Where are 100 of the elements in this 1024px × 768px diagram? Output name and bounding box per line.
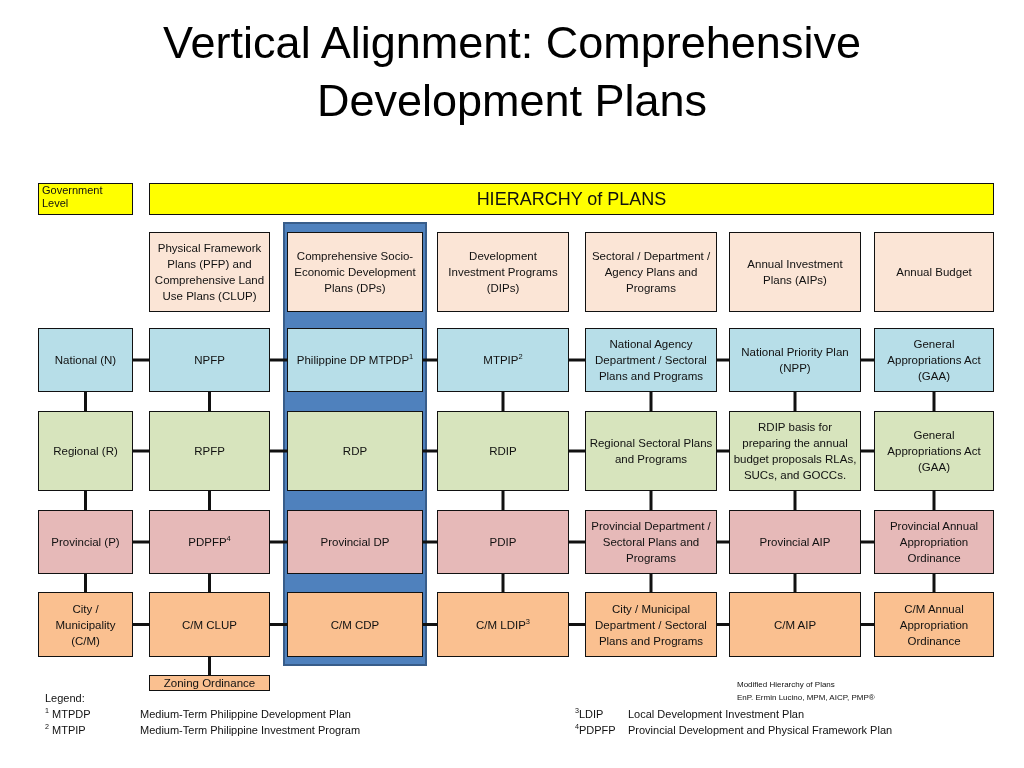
plan-box [287, 592, 423, 657]
box-label: Regional (R) [53, 444, 118, 459]
connector-line [649, 574, 653, 592]
legend-definition: Local Development Investment Plan [628, 708, 805, 720]
legend-heading: Legend: [45, 692, 85, 704]
connector-line [932, 392, 936, 411]
box-label: Regional Sectoral Plans and Programs [589, 436, 713, 467]
box-label: General Appropriations Act (GAA) [886, 428, 982, 475]
connector-line [84, 574, 87, 592]
plan-box [287, 411, 423, 491]
box-label: NPFP [194, 353, 225, 368]
connector-line [208, 574, 211, 592]
plan-box [149, 592, 270, 657]
plan-box [149, 328, 270, 392]
connector-line [569, 623, 585, 626]
box-label: Provincial DP [320, 535, 390, 550]
plan-box [149, 510, 270, 574]
connector-line [932, 491, 936, 510]
plan-box [874, 510, 994, 574]
connector-line [793, 574, 797, 592]
box-label: PDPFP$^{4}$ [188, 534, 231, 550]
box-label: C/M CLUP [182, 617, 237, 633]
box-label: General Appropriations Act (GAA) [886, 337, 982, 384]
connector-line [501, 392, 505, 411]
connector-line [133, 449, 149, 453]
level-heading-box [38, 183, 133, 215]
connector-line [501, 491, 505, 510]
connector-line [133, 358, 149, 362]
connector-line [793, 392, 797, 411]
box-label: Sectoral / Department / Agency Plans and Programs [590, 249, 712, 296]
connector-line [423, 449, 437, 453]
box-label: RDIP basis for preparing the annual budget proposals RLAs, SUCs, and GOCCs. [733, 420, 857, 483]
connector-line [569, 540, 585, 544]
category-box [874, 232, 994, 312]
connector-line [861, 623, 874, 626]
connector-line [208, 657, 211, 675]
connector-line [208, 392, 211, 411]
box-label: Comprehensive Socio-Economic Development Plans (DPs) [293, 249, 417, 296]
connector-line [569, 449, 585, 453]
slide-title: Vertical Alignment: Comprehensive Development Plans [162, 16, 862, 128]
plan-box [437, 411, 569, 491]
connector-line [649, 491, 653, 510]
box-label: City / Municipal Department / Sectoral Plans and Programs [594, 601, 708, 649]
box-label: Philippine DP MTPDP$^{1}$ [296, 352, 414, 368]
legend-abbreviation: $^{1}$ MTPDP [45, 708, 91, 720]
credit-note: EnP. Ermin Lucino, MPM, AICP, PMP® [737, 693, 875, 702]
plan-box [874, 411, 994, 491]
box-label: Zoning Ordinance [163, 676, 256, 690]
legend-abbreviation: $^{4}$PDPFP [575, 724, 616, 736]
title-banner [149, 183, 994, 215]
box-label: RDP [342, 444, 368, 459]
connector-line [861, 449, 874, 453]
plan-box [585, 592, 717, 657]
box-label: MTPIP$^{2}$ [483, 352, 523, 368]
box-label: C/M AIP [773, 617, 817, 633]
box-label: Provincial Department / Sectoral Plans and Programs [590, 519, 712, 566]
connector-line [423, 623, 437, 626]
plan-box [585, 328, 717, 392]
box-label: RPFP [194, 444, 225, 459]
plan-box [287, 510, 423, 574]
box-label: Provincial AIP [759, 535, 831, 550]
legend-abbreviation: $^{3}$LDIP [575, 708, 604, 720]
box-label: Physical Framework Plans (PFP) and Comprehensive Land Use Plans (CLUP) [153, 241, 266, 304]
plan-box [729, 411, 861, 491]
plan-box [437, 510, 569, 574]
level-box [38, 328, 133, 392]
category-box [287, 232, 423, 312]
connector-line [133, 540, 149, 544]
connector-line [423, 358, 437, 362]
box-label: HIERARCHY of PLANS [476, 188, 667, 210]
box-label: PDIP [489, 535, 517, 550]
connector-line [569, 358, 585, 362]
connector-line [861, 358, 874, 362]
plan-box [874, 592, 994, 657]
legend-definition: Medium-Term Philippine Investment Program [140, 724, 361, 736]
box-label: City / Municipality (C/M) [54, 601, 117, 649]
category-box [585, 232, 717, 312]
connector-line [649, 392, 653, 411]
box-label: C/M LDIP$^{3}$ [476, 616, 530, 633]
plan-box [729, 592, 861, 657]
level-box [38, 510, 133, 574]
connector-line [717, 540, 729, 544]
legend-definition: Provincial Development and Physical Framework Plan [628, 724, 893, 736]
plan-box [287, 328, 423, 392]
category-box [437, 232, 569, 312]
connector-line [717, 623, 729, 626]
box-label: C/M Annual Appropriation Ordinance [898, 601, 970, 649]
box-label: Provincial Annual Appropriation Ordinance [888, 519, 980, 566]
connector-line [270, 623, 287, 626]
plan-box [437, 592, 569, 657]
box-label: RDIP [489, 444, 517, 459]
connector-line [133, 623, 149, 626]
plan-box [585, 510, 717, 574]
legend-abbreviation: $^{2}$ MTPIP [45, 724, 86, 736]
plan-box [729, 510, 861, 574]
connector-line [208, 491, 211, 510]
category-box [729, 232, 861, 312]
category-box [149, 232, 270, 312]
box-label: National Priority Plan (NPP) [740, 345, 850, 376]
connector-line [793, 491, 797, 510]
